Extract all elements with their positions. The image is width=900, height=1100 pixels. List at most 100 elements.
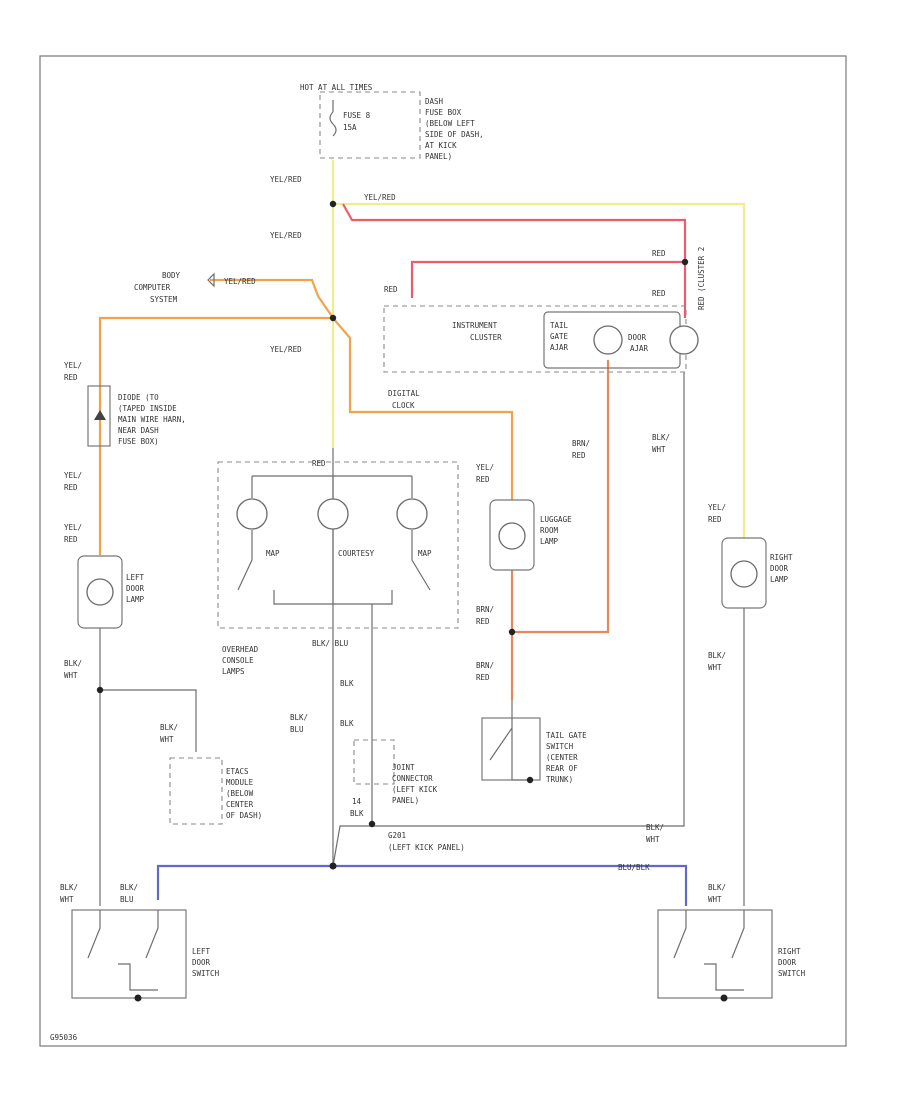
wire-label-blu-blk: BLU/BLK: [618, 863, 650, 872]
instrument-cluster-line-1: CLUSTER: [470, 333, 502, 342]
diode-line-2: MAIN WIRE HARN,: [118, 415, 186, 424]
overhead-line-0: OVERHEAD: [222, 645, 259, 654]
overhead-red-label: RED: [312, 459, 326, 468]
tail-gate-ajar-line-2: AJAR: [550, 343, 569, 352]
wire-label-yel-red-left-2a: YEL/: [64, 471, 82, 480]
wire-label-brn-red-2a: BRN/: [476, 605, 494, 614]
wire-label-yel-red-5: YEL/RED: [270, 345, 302, 354]
diode-line-4: FUSE BOX): [118, 437, 159, 446]
right-door-switch-line-1: DOOR: [778, 958, 797, 967]
wire-label-yel-red-left-1a: YEL/: [64, 361, 82, 370]
digital-clock-line-0: DIGITAL: [388, 389, 420, 398]
door-ajar-lamp-icon: [669, 325, 699, 355]
right-door-lamp-line-0: RIGHT: [770, 553, 793, 562]
left-door-lamp-line-1: DOOR: [126, 584, 145, 593]
fuse-box-line-1: FUSE BOX: [425, 108, 462, 117]
left-door-switch-box: [71, 909, 187, 999]
wire-label-yel-red-left-3b: RED: [64, 535, 78, 544]
body-computer-line-1: COMPUTER: [134, 283, 171, 292]
wire-label-blk-wht-rlamp-a: BLK/: [708, 651, 726, 660]
wire-label-blk-wht-right-a: BLK/: [652, 433, 670, 442]
wire-label-yel-red-right-b: RED: [708, 515, 722, 524]
wire-label-blk-wht-etacs-b: WHT: [160, 735, 174, 744]
right-door-lamp-box: [721, 537, 767, 609]
diode-line-1: (TAPED INSIDE: [118, 404, 177, 413]
joint-connector-outline: [353, 739, 395, 785]
wire-blk-wht-etacs: [100, 689, 197, 752]
right-door-switch-line-2: SWITCH: [778, 969, 806, 978]
left-door-switch-line-0: LEFT: [192, 947, 211, 956]
tail-gate-ajar-lamp-icon: [593, 325, 623, 355]
wire-label-yel-red-lug-b: RED: [476, 475, 490, 484]
etacs-line-3: CENTER: [226, 800, 254, 809]
tail-gate-switch-box: [481, 717, 541, 781]
tg-switch-line-0: TAIL GATE: [546, 731, 587, 740]
wire-label-blk-wht-lsw-a: BLK/: [60, 883, 78, 892]
wire-label-blk-wht-rsw-b: WHT: [708, 895, 722, 904]
wire-label-blk-wht-etacs-a: BLK/: [160, 723, 178, 732]
joint-line-3: PANEL): [392, 796, 419, 805]
map-label-left: MAP: [266, 549, 280, 558]
fuse-rating-label: 15A: [343, 123, 357, 132]
door-ajar-line-0: DOOR: [628, 333, 647, 342]
wire-label-brn-red-3a: BRN/: [476, 661, 494, 670]
wire-label-yel-red-3: YEL/RED: [270, 231, 302, 240]
etacs-line-2: (BELOW: [226, 789, 254, 798]
map-lamp-right-icon: [396, 498, 428, 530]
wire-label-blk-wht-left-a: BLK/: [64, 659, 82, 668]
map-label-right: MAP: [418, 549, 432, 558]
junction-node: [681, 258, 689, 266]
wire-label-yel-red-2: YEL/RED: [364, 193, 396, 202]
wire-label-brn-red-1a: BRN/: [572, 439, 590, 448]
diode-line-3: NEAR DASH: [118, 426, 159, 435]
console-blk-blu-label: BLK/ BLU: [312, 639, 348, 648]
wire-label-blk-wht-rsw-a: BLK/: [708, 883, 726, 892]
fuse-box-line-2: (BELOW LEFT: [425, 119, 475, 128]
left-door-lamp-line-0: LEFT: [126, 573, 145, 582]
fuse-symbol: [329, 111, 337, 137]
tail-gate-ajar-line-0: TAIL: [550, 321, 569, 330]
wire-yel-red-left: [98, 316, 333, 555]
figure-code: G95036: [50, 1033, 78, 1042]
console-switch-legs: [237, 530, 431, 591]
joint-line-2: (LEFT KICK: [392, 785, 438, 794]
junction-node: [526, 776, 534, 784]
wire-label-yel-red-right-a: YEL/: [708, 503, 726, 512]
wire-label-yel-red-lug-a: YEL/: [476, 463, 494, 472]
ground-line-1: (LEFT KICK PANEL): [388, 843, 465, 852]
diagram-frame: [39, 55, 847, 1047]
pin-cluster-label: RED (CLUSTER 2: [697, 247, 706, 310]
right-door-lamp-line-1: DOOR: [770, 564, 789, 573]
tail-gate-switch-text: TAIL GATE SWITCH (CENTER REAR OF TRUNK): [546, 731, 587, 784]
junction-node: [508, 628, 516, 636]
wire-label-yel-red-4: YEL/RED: [224, 277, 256, 286]
wire-label-blk-wht-left-b: WHT: [64, 671, 78, 680]
right-door-lamp-bulb-icon: [730, 560, 758, 588]
joint-line-1: CONNECTOR: [392, 774, 433, 783]
ground-line-0: G201: [388, 831, 406, 840]
diode-line-0: DIODE (TO: [118, 393, 159, 402]
fuse-box-outline: [319, 91, 421, 159]
wire-label-blk-wht-bottom-a: BLK/: [646, 823, 664, 832]
tg-switch-line-2: (CENTER: [546, 753, 578, 762]
wire-yel-red-right: [333, 202, 746, 538]
ground-node: [720, 994, 728, 1002]
map-lamp-left-icon: [236, 498, 268, 530]
junction-node: [96, 686, 104, 694]
arrow-icon: [207, 272, 215, 288]
luggage-lamp-bulb-icon: [498, 522, 526, 550]
wire-yel-red-luggage: [332, 317, 514, 500]
left-door-lamp-line-2: LAMP: [126, 595, 145, 604]
diode-icon: [94, 410, 106, 420]
wire-label-brn-red-3b: RED: [476, 673, 490, 682]
pin-14-label: 14: [352, 797, 362, 806]
wire-label-brn-red-2b: RED: [476, 617, 490, 626]
left-door-switch-line-1: DOOR: [192, 958, 211, 967]
junction-node: [329, 314, 337, 322]
right-door-switch-box: [657, 909, 773, 999]
courtesy-label: COURTESY: [338, 549, 375, 558]
door-ajar-line-1: AJAR: [630, 344, 649, 353]
luggage-lamp-line-2: LAMP: [540, 537, 559, 546]
wire-label-yel-red-left-3a: YEL/: [64, 523, 82, 532]
